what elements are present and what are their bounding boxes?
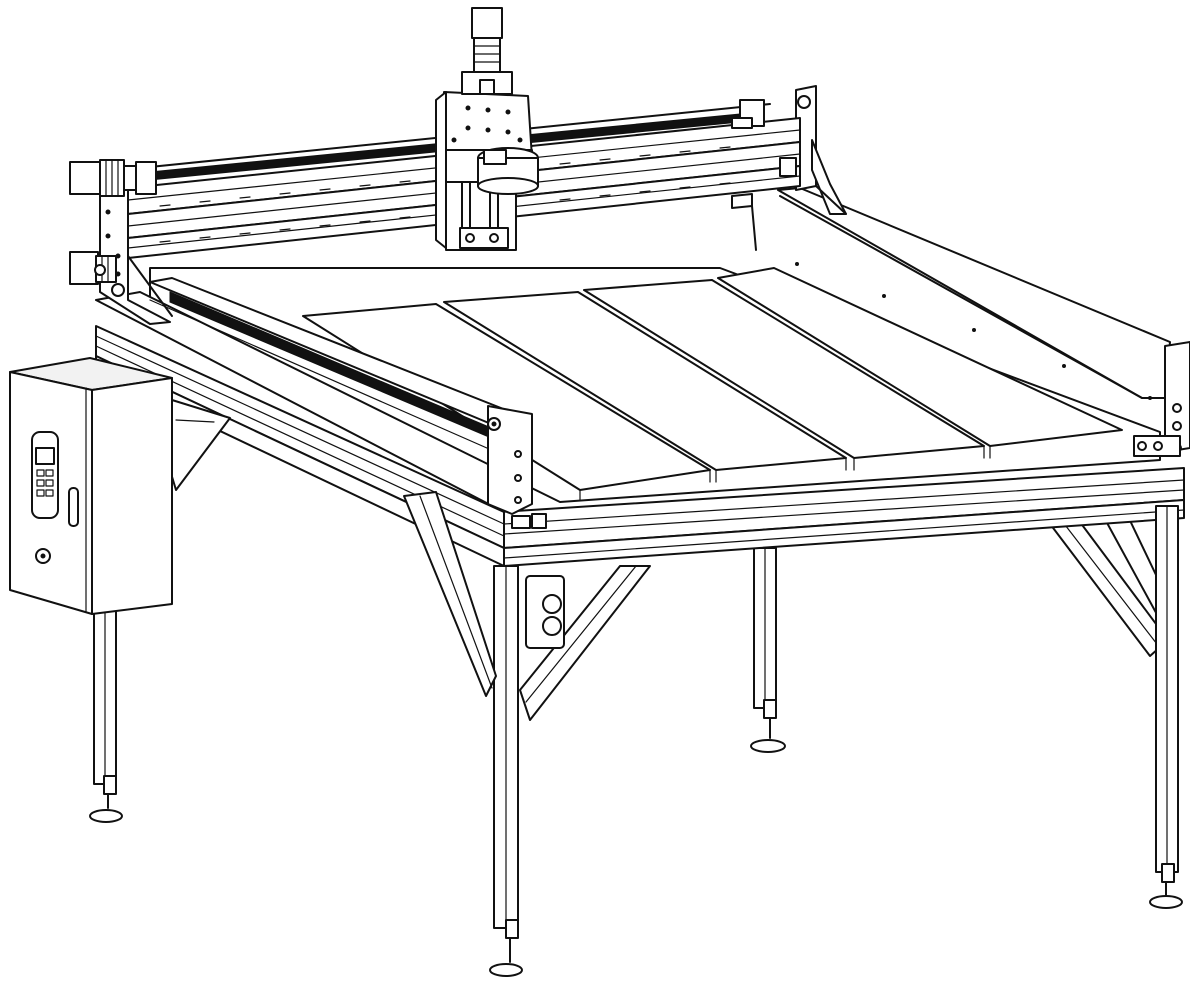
z-axis-carriage — [435, 91, 533, 251]
gantry-right-bracket — [731, 193, 757, 251]
front-left-diagonal-brace — [403, 491, 497, 697]
right-diagonal-brace — [1037, 505, 1169, 657]
spoilboard-slats — [302, 267, 1123, 501]
front-left-end-plate — [487, 405, 547, 529]
front-corner-leg — [489, 565, 523, 977]
y-stepper-motor-left — [69, 251, 117, 285]
x-stepper-motor — [69, 159, 157, 197]
gantry-slot-marks — [159, 146, 731, 243]
spindle-motor — [461, 7, 513, 95]
back-right-leg — [750, 547, 786, 753]
y-rail-left — [149, 277, 507, 453]
pushbutton-1 — [542, 594, 562, 614]
pushbutton-2 — [542, 616, 562, 636]
enclosure-latch — [68, 487, 79, 527]
spoilboard-slat-4 — [717, 267, 1123, 447]
control-pushbutton-box — [525, 575, 565, 649]
front-right-leg — [1149, 505, 1183, 909]
y-rail-right — [779, 195, 1181, 457]
spindle-mount — [477, 147, 539, 195]
electrical-control-box — [9, 357, 173, 615]
back-left-leg — [89, 605, 123, 823]
front-right-diagonal-brace — [519, 565, 651, 721]
vfd-keypad — [31, 431, 59, 519]
